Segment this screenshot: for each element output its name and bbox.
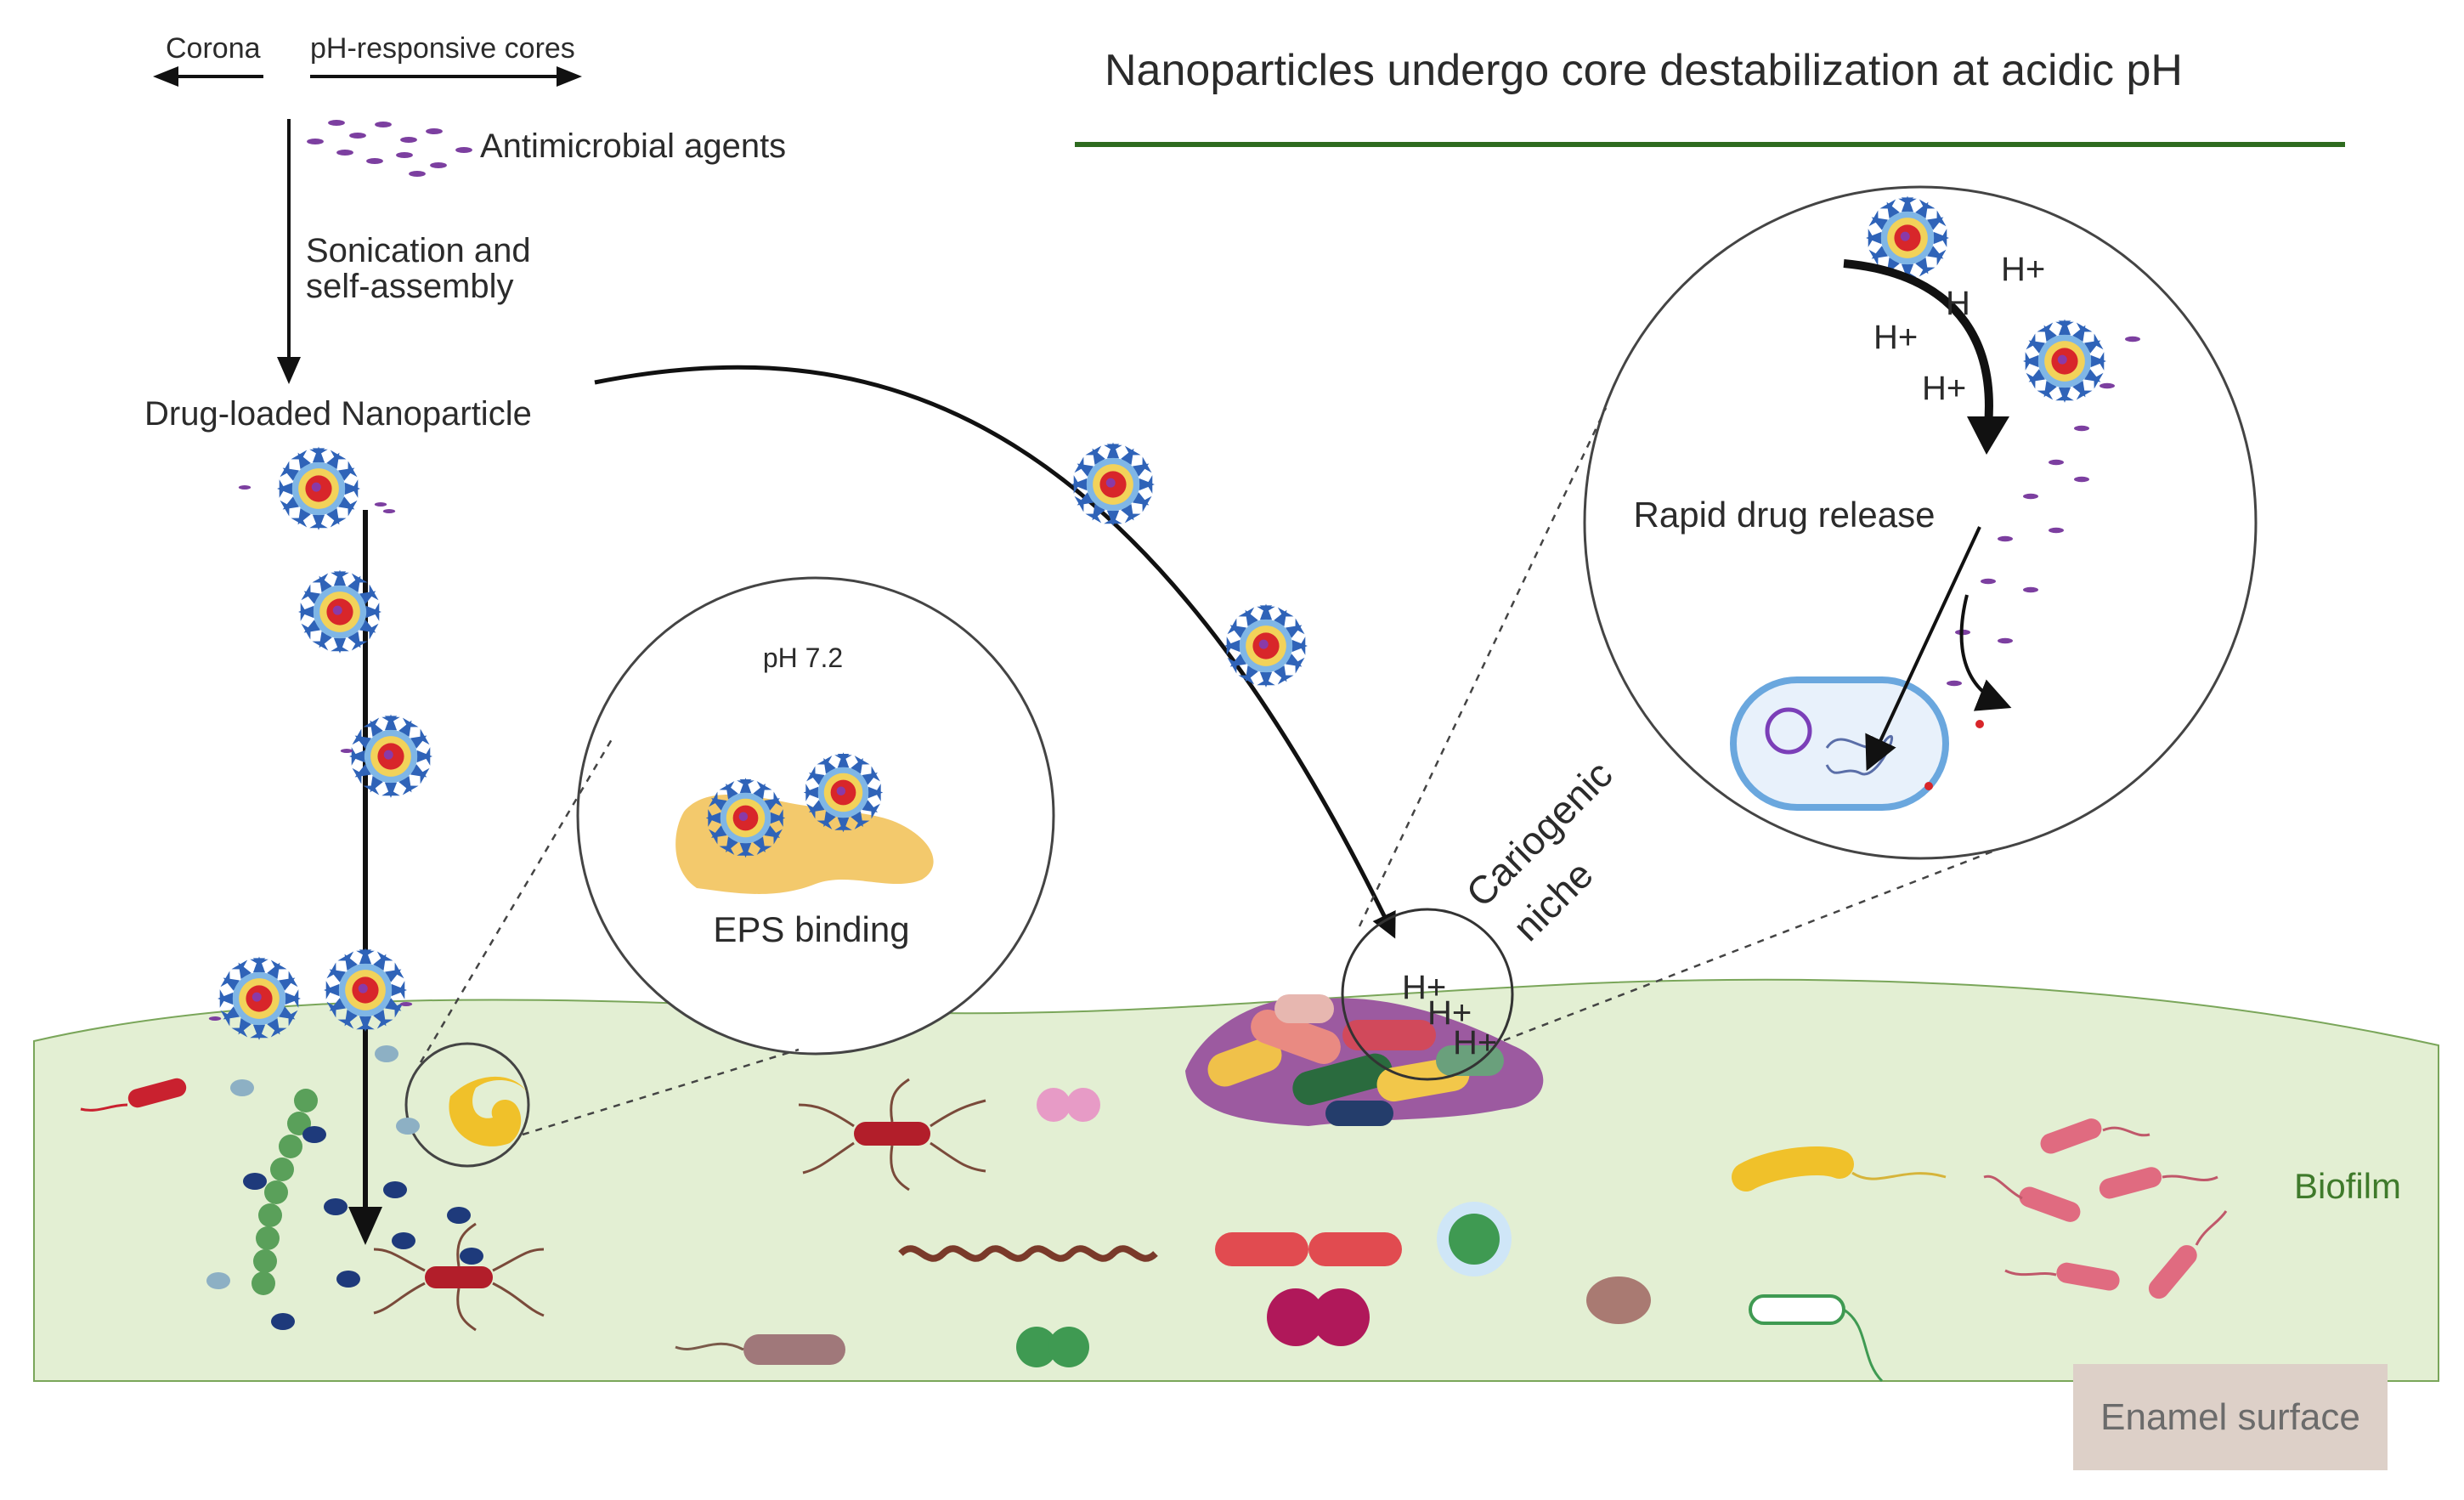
plasmid-icon	[1765, 707, 1812, 755]
biofilm-label: Biofilm	[2294, 1166, 2401, 1206]
nanoparticle-label: Drug-loaded Nanoparticle	[144, 395, 532, 433]
proton-1: H+	[2001, 251, 2045, 288]
proton-2: H+	[1873, 319, 1918, 356]
legend-antimicrobial: Antimicrobial agents	[480, 127, 786, 165]
biofilm-region	[33, 978, 2439, 1382]
acidic-curve-arrow	[1843, 259, 1993, 426]
antimicrobial-dashes	[307, 119, 472, 178]
niche-proton-3: H+	[1453, 1024, 1497, 1061]
trajectory-arrow	[594, 365, 1396, 939]
efflux-arrow	[1959, 594, 2012, 711]
niche-zoom-circle	[1341, 908, 1514, 1081]
niche-proton-2: H+	[1427, 994, 1472, 1032]
biofilm-bacteria	[80, 1045, 2228, 1383]
legend-corona: Corona	[166, 32, 261, 65]
niche-proton-1: H+	[1402, 969, 1446, 1006]
inset-neutral-ph: pH 7.2	[763, 642, 843, 673]
inset-neutral-label: EPS binding	[713, 909, 909, 949]
legend-cores: pH-responsive cores	[310, 32, 575, 65]
proton-3: H+	[1922, 370, 1966, 407]
assembly-label-1: Sonication and	[306, 232, 531, 269]
proton-h: H	[1946, 285, 1970, 322]
zoom-circle-left	[404, 1042, 530, 1168]
enamel-surface-label: Enamel surface	[2100, 1396, 2360, 1438]
drug-entry-arrow	[1865, 526, 1981, 772]
eps-crescent	[449, 1076, 527, 1146]
enamel-surface-box	[2073, 1364, 2388, 1470]
nanoparticle-flying-1	[1071, 442, 1155, 526]
inset-acidic-label: Rapid drug release	[1634, 495, 1936, 535]
page-title: Nanoparticles undergo core destabilizati…	[1105, 46, 2183, 95]
nanoparticle-flying-2	[1224, 603, 1308, 688]
assembly-label-2: self-assembly	[306, 268, 514, 305]
nanoparticle-column	[208, 446, 432, 1040]
double-arrow-icon	[153, 66, 582, 87]
target-bacterium	[1730, 676, 1949, 811]
bacterial-cluster	[1185, 994, 1544, 1126]
